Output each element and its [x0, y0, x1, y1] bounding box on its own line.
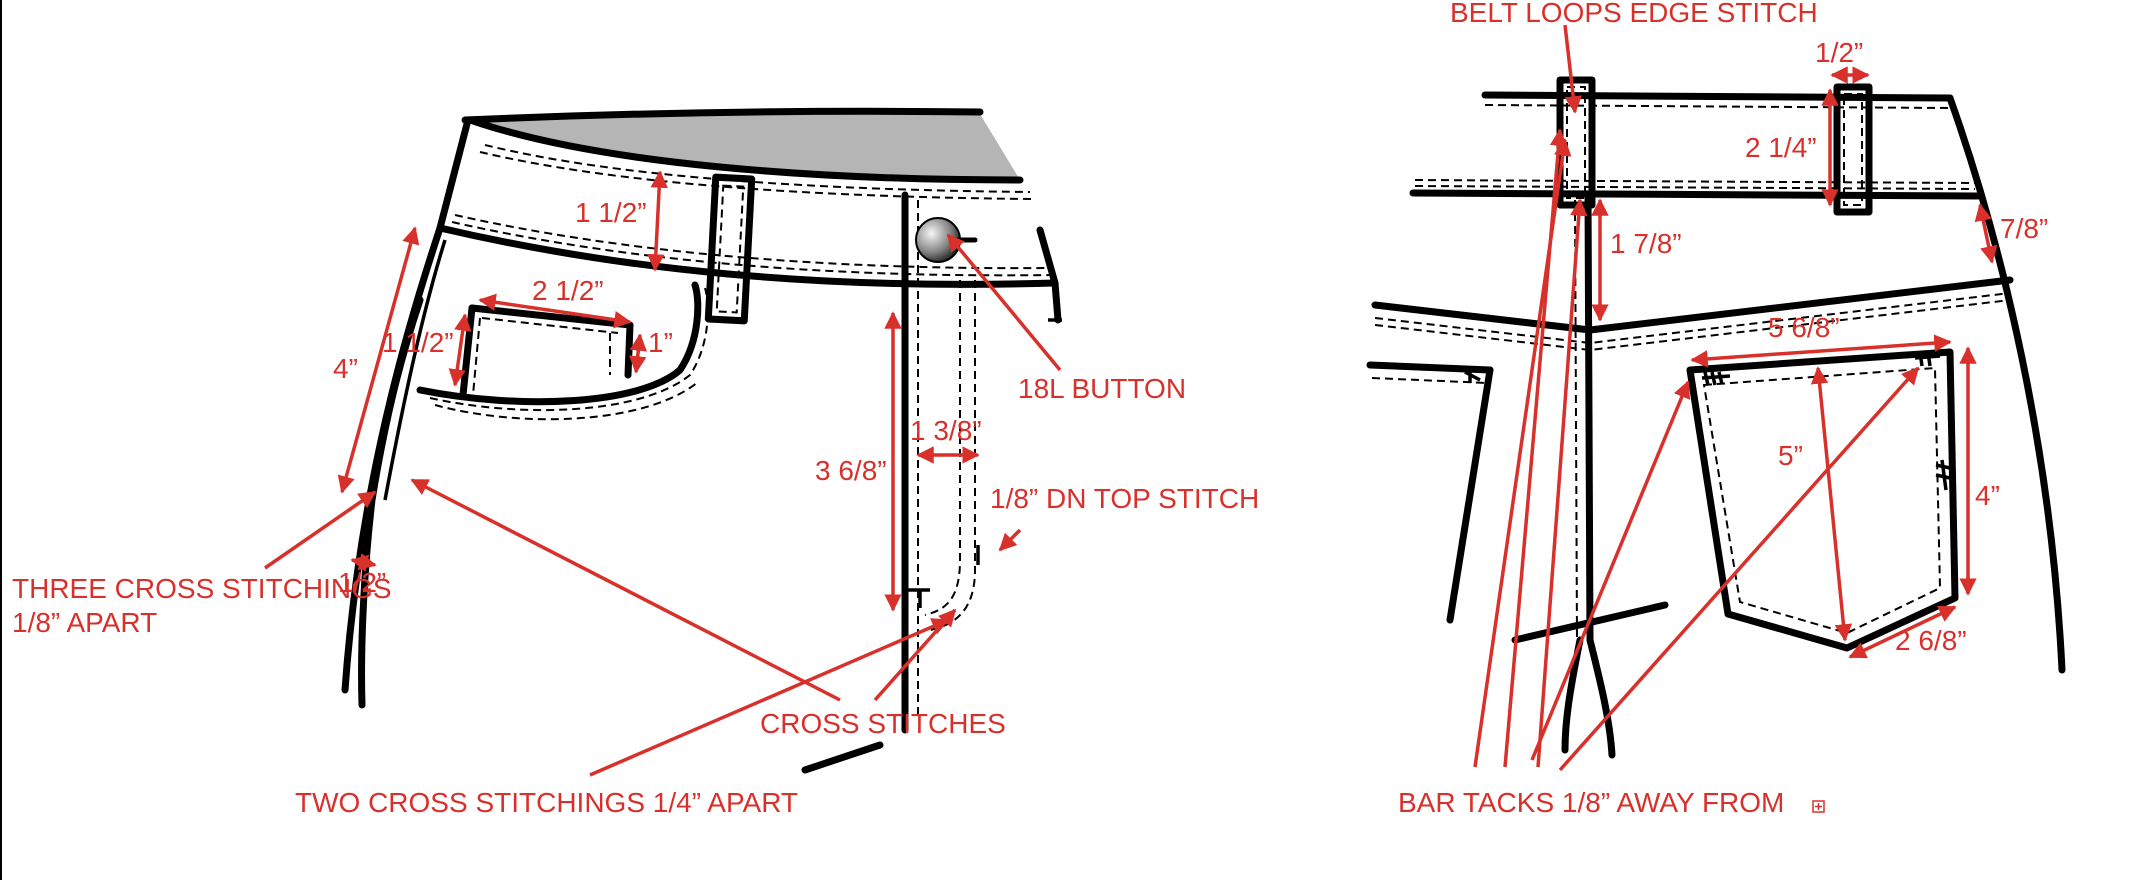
pocket-width-label: 2 1/2” [532, 275, 604, 306]
pocket-center-arrow [1810, 366, 1853, 642]
two-cross-leader [589, 618, 950, 777]
pocket-depth-right-label: 1” [648, 327, 673, 358]
side-seam-label: 4” [333, 353, 358, 384]
pocket-depth-left-label: 1 1/2” [382, 327, 454, 358]
waistband-height-arrow [647, 170, 668, 272]
yoke-side-arrow [1974, 203, 1998, 264]
front-belt-loop [704, 173, 756, 325]
top-stitch-callout: 1/8” DN TOP STITCH [990, 483, 1259, 514]
fly-length-label: 3 6/8” [815, 455, 887, 486]
bar-tack-leader-3 [1536, 198, 1588, 768]
belt-loops-callout: BELT LOOPS EDGE STITCH [1450, 0, 1818, 28]
pocket-depth-right-arrow [628, 333, 648, 374]
three-cross-callout-line1: THREE CROSS STITCHINGS [12, 573, 392, 604]
belt-loops-leader [1563, 24, 1582, 114]
loop-length-label: 2 1/4” [1745, 132, 1817, 163]
bar-tack-leader-4 [1530, 380, 1691, 761]
side-bottom-arrow [350, 553, 377, 572]
text-overflow-icon [1812, 800, 1825, 813]
two-cross-callout: TWO CROSS STITCHINGS 1/4” APART [295, 787, 798, 818]
three-cross-leader [264, 490, 377, 570]
waistband-height-label: 1 1/2” [575, 197, 647, 228]
pocket-width-arrow [478, 293, 632, 329]
yoke-center-label: 1 7/8” [1610, 228, 1682, 259]
pocket-bottom-arrow [1848, 605, 1957, 659]
plus-icon [1815, 803, 1822, 810]
bar-tacks-callout: BAR TACKS 1/8” AWAY FROM [1398, 787, 1784, 818]
cross-stitches-callout: CROSS STITCHES [760, 708, 1006, 739]
loop-width-label: 1/2” [1815, 37, 1863, 68]
pocket-side-label: 4” [1975, 480, 2000, 511]
button-leader [946, 233, 1062, 372]
cross-stitches-leader-left [410, 478, 841, 702]
bar-tack-leader-2 [1503, 128, 1568, 768]
pocket-top-arrow [1690, 334, 1952, 368]
pocket-top-label: 5 6/8” [1768, 312, 1840, 343]
side-bottom-label: 1/2” [338, 567, 386, 598]
bar-tack-leader-5 [1558, 366, 1920, 772]
waistband-inner-shading [470, 112, 1020, 180]
front-view-drawing [264, 107, 1062, 777]
back-view-drawing [1366, 24, 2066, 772]
fly-width-label: 1 3/8” [910, 415, 982, 446]
yoke-side-label: 7/8” [2000, 213, 2048, 244]
top-stitch-leader [998, 528, 1022, 552]
side-seam-arrow [337, 226, 420, 494]
three-cross-callout-line2: 1/8” APART [12, 607, 157, 638]
pocket-bottom-label: 2 6/8” [1895, 625, 1967, 656]
button-callout: 18L BUTTON [1018, 373, 1186, 404]
pocket-center-label: 5” [1778, 440, 1803, 471]
pocket-depth-left-arrow [448, 313, 472, 387]
